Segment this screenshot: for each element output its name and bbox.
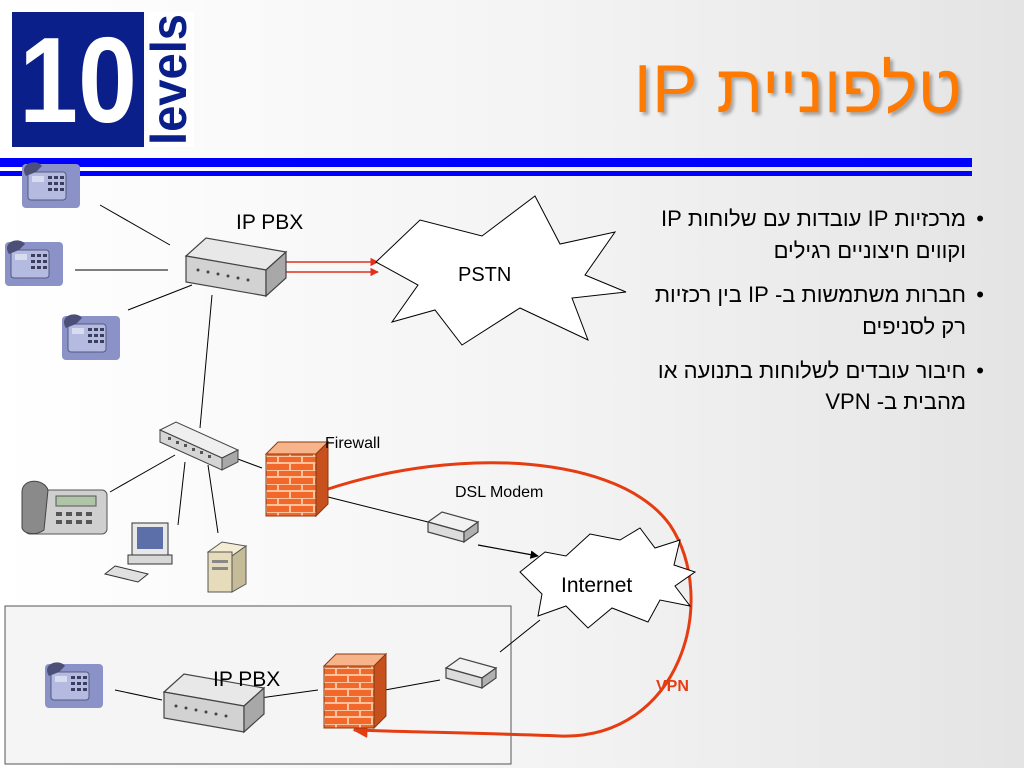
ip-phone-icon [21,161,81,209]
pstn-cloud [375,195,627,346]
title-rule-thick [0,158,972,167]
vpn-label: VPN [656,678,689,695]
ip-phone-icon [61,313,121,361]
ip-phone-icon [44,661,104,709]
ip-pbx-icon [185,237,287,297]
dsl-modem-icon [427,511,479,543]
dsl-modem-label: DSL Modem [455,484,543,501]
bullet-item: חברות משתמשות ב- IP בין רכזיות רק לסניפי… [634,279,984,343]
bullet-list: מרכזיות IP עובדות עם שלוחות IP וקווים חי… [634,203,984,430]
slide-title: טלפוניית IP [633,51,962,127]
firewall-icon [323,653,387,729]
internet-label: Internet [561,574,632,597]
ten-levels-logo: 10 levels [12,12,194,147]
firewall-icon [265,441,329,517]
vpn-tunnel [309,461,693,738]
network-switch-icon [158,421,240,471]
title-rule-thin [0,171,972,176]
server-icon [206,541,248,593]
bullet-item: מרכזיות IP עובדות עם שלוחות IP וקווים חי… [634,203,984,267]
firewall-label: Firewall [325,435,380,452]
desk-phone-icon [21,480,108,535]
pbx-bottom-label: IP PBX [213,668,280,691]
bullet-item: חיבור עובדים לשלוחות בתנועה או מהבית ב- … [634,355,984,419]
logo-number: 10 [19,12,137,147]
modem-to-internet-arrow [477,544,539,559]
logo-word: levels [141,14,194,145]
pstn-label: PSTN [458,264,511,286]
computer-icon [103,522,173,583]
internet-cloud [519,527,697,629]
ip-phone-icon [4,239,64,287]
pbx-top-label: IP PBX [236,211,303,234]
